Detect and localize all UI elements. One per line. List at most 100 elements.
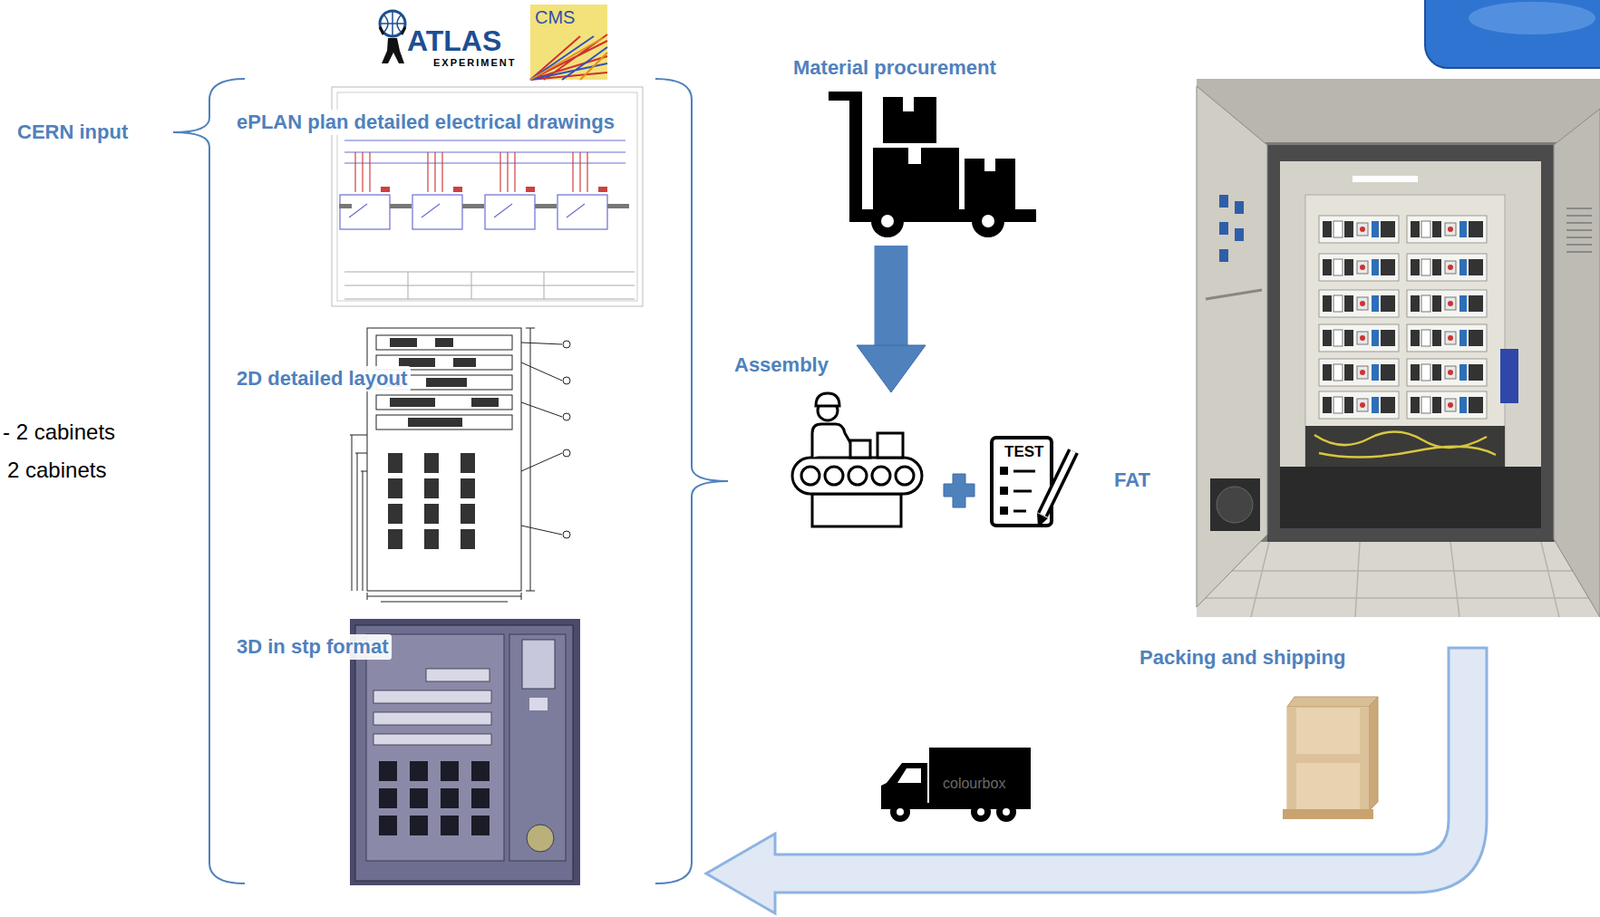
layout-drawing (562, 449, 571, 457)
cabinet-photo (1318, 215, 1399, 243)
assembly-icon (815, 393, 840, 407)
atlas-logo (379, 10, 406, 37)
layout-drawing (376, 335, 513, 350)
procurement-icon (971, 204, 1005, 238)
cad-3d-model (440, 815, 459, 836)
atlas-logo (379, 10, 406, 64)
cms-logo (530, 34, 608, 80)
cad-3d-model (440, 761, 459, 782)
input-label: CERN input (17, 120, 128, 144)
cad-3d-model (378, 761, 398, 782)
assembly-icon (848, 466, 867, 485)
cad-3d-model (522, 640, 555, 689)
cabinet-photo (1406, 391, 1487, 419)
eplan-drawing (339, 194, 608, 230)
cad-3d-model (471, 815, 490, 836)
layout-drawing (562, 340, 571, 349)
truck-icon (996, 802, 1017, 823)
test-icon (999, 486, 1009, 495)
cabinet-photo (1406, 358, 1487, 387)
procurement-icon (964, 158, 1016, 210)
test-icon (1037, 513, 1048, 528)
layout-drawing (387, 504, 403, 524)
node-heading: Material procurement (789, 55, 1000, 81)
eplan-drawing (412, 194, 463, 230)
truck-icon (881, 763, 928, 809)
test-icon (991, 437, 1074, 528)
atlas-logo (381, 38, 405, 64)
layout-drawing (424, 478, 439, 499)
cad-3d-model (366, 634, 505, 862)
cad-3d-model (378, 815, 398, 836)
eplan-drawing (525, 186, 535, 193)
truck-icon (929, 747, 1031, 805)
eplan-drawing (339, 203, 630, 209)
cad-3d-model (373, 712, 492, 726)
procurement-icon (902, 96, 914, 112)
cms-logo (530, 38, 608, 80)
flow-arrow (856, 245, 926, 393)
eplan-drawing (339, 203, 352, 209)
cabinet-photo (1280, 466, 1542, 529)
cabinet-photo (1318, 358, 1399, 387)
cad-3d-model (471, 788, 490, 809)
eplan-drawing (598, 186, 608, 193)
corner-decoration (1425, 0, 1600, 68)
eplan-drawing (344, 271, 635, 300)
left-brace (173, 78, 245, 884)
test-icon (1042, 451, 1074, 515)
procurement-icon (908, 147, 922, 165)
cms-logo (530, 4, 608, 80)
cad-3d-model (409, 815, 428, 836)
layout-drawing (387, 529, 403, 550)
cabinet-photo (1219, 194, 1244, 262)
layout-drawing (367, 592, 522, 602)
cad-3d-model (373, 734, 492, 746)
procurement-icon (882, 96, 937, 144)
cad-3d-model (378, 761, 490, 836)
node-heading: Assembly (730, 352, 833, 379)
procurement-icon (872, 147, 960, 210)
logo-text: CMS (534, 7, 575, 29)
cabinet-photo (1196, 542, 1600, 618)
process-icon: Material procurement (828, 91, 1037, 237)
cabinet-photo (1196, 78, 1600, 618)
eplan-drawing (572, 152, 588, 193)
cabinet-photo (1267, 145, 1554, 543)
plus-sign (943, 474, 975, 508)
note-text: - 2 cabinets (2, 419, 116, 446)
truck-icon (1002, 808, 1010, 816)
cad-3d-model (409, 761, 428, 782)
cabinet-photo (1318, 290, 1399, 318)
cms-logo (530, 4, 608, 80)
truck-icon (881, 747, 1031, 823)
layout-drawing (435, 338, 454, 348)
process-icon: Packing and shipping (1277, 697, 1378, 820)
layout-drawing (376, 415, 513, 430)
procurement-icon (981, 214, 995, 228)
cabinet-photo (1216, 486, 1253, 524)
eplan-drawing (534, 203, 557, 209)
layout-drawing (389, 397, 436, 408)
layout-drawing (525, 328, 535, 592)
watermark: colourbox (942, 775, 1006, 793)
assembly-icon (812, 424, 853, 458)
cad-3d-model (529, 698, 548, 711)
cabinet-photo (1219, 222, 1229, 235)
drawing-panel: 2D detailed layout (347, 321, 582, 602)
step-label: FAT (1114, 468, 1151, 492)
eplan-drawing (484, 194, 535, 230)
return-arrow (706, 648, 1487, 914)
test-icon (999, 506, 1009, 515)
cad-3d-model (373, 690, 492, 704)
cabinet-photo (1205, 290, 1262, 300)
layout-drawing (424, 529, 439, 550)
procurement-icon (881, 214, 894, 228)
procurement-icon (984, 158, 996, 172)
node-heading: ePLAN plan detailed electrical drawings (232, 109, 619, 136)
corner-decoration (1468, 1, 1596, 35)
cabinet-photo (1566, 208, 1592, 253)
layout-drawing (349, 435, 368, 592)
layout-drawing (387, 453, 403, 474)
